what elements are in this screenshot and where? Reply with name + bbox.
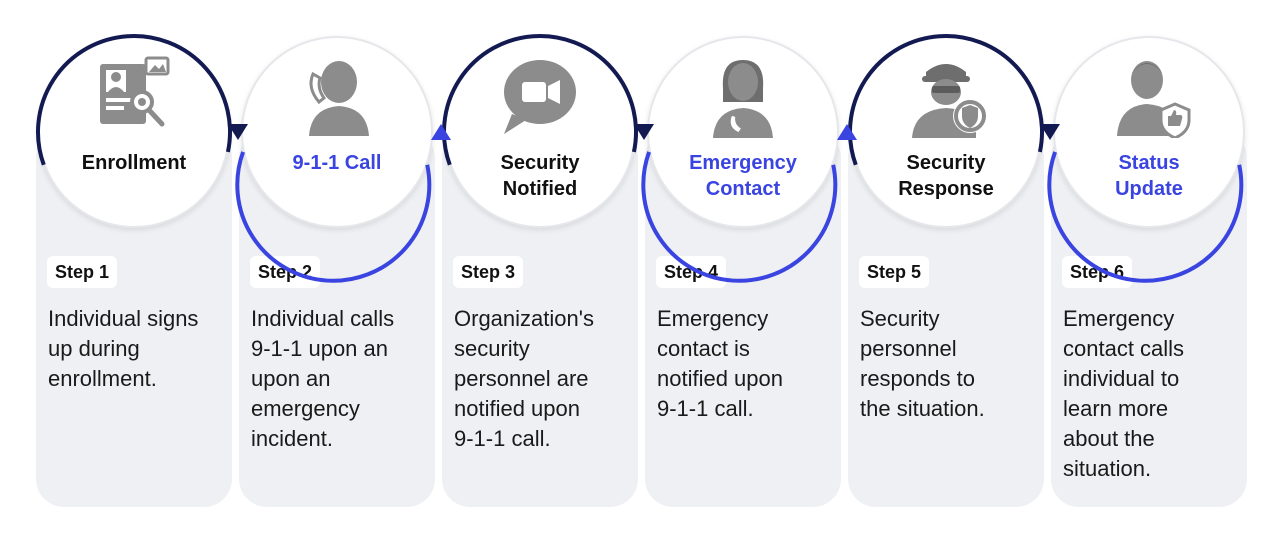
step-description-line: emergency bbox=[251, 396, 360, 421]
step-badge: Step 6 bbox=[1062, 256, 1133, 288]
step-description-line: notified upon bbox=[657, 366, 783, 391]
step-badge: Step 4 bbox=[656, 256, 727, 288]
step-title-line: Security bbox=[500, 152, 580, 174]
thumbs-up-user-icon bbox=[1101, 52, 1197, 140]
step-title-line: 9-1-1 Call bbox=[292, 152, 382, 174]
step-description-line: Organization's bbox=[454, 306, 594, 331]
step-title-line: Contact bbox=[705, 178, 781, 200]
step-description-line: 9-1-1 call. bbox=[657, 396, 754, 421]
step-description-line: Emergency bbox=[1063, 306, 1175, 331]
step-description: Individual signs up during enrollment. bbox=[48, 304, 213, 394]
step-description-line: upon an bbox=[251, 366, 331, 391]
step-description-line: learn more bbox=[1063, 396, 1169, 421]
step-title-line: Update bbox=[1115, 178, 1183, 200]
step-description-line: Emergency bbox=[657, 306, 769, 331]
security-guard-icon bbox=[898, 52, 994, 138]
step-description: Individual calls 9-1-1 upon an upon an emer… bbox=[251, 304, 416, 454]
step-description-line: contact calls bbox=[1063, 336, 1185, 361]
step-description: Emergency contact calls individual to learn… bbox=[1063, 304, 1228, 484]
step-description-line: about the bbox=[1063, 426, 1155, 451]
video-chat-icon bbox=[492, 52, 588, 138]
step-title-line: Enrollment bbox=[81, 152, 187, 174]
step-description-line: Security bbox=[860, 306, 940, 331]
step-badge: Step 1 bbox=[47, 256, 118, 288]
step-description-line: 9-1-1 upon an bbox=[251, 336, 388, 361]
step-description-line: individual to bbox=[1063, 366, 1180, 391]
step-description: Security personnel responds to the situatio… bbox=[860, 304, 1025, 424]
step-description-line: responds to bbox=[860, 366, 975, 391]
step-title: 9-1-1 Call bbox=[241, 150, 433, 176]
step-description-line: enrollment. bbox=[48, 366, 157, 391]
step-title: Enrollment bbox=[38, 150, 230, 176]
step-badge: Step 2 bbox=[250, 256, 321, 288]
step-description-line: Individual calls bbox=[251, 306, 395, 331]
enrollment-icon bbox=[86, 52, 182, 138]
step-description-line: up during bbox=[48, 336, 140, 361]
step-badge: Step 3 bbox=[453, 256, 524, 288]
step-description: Emergency contact is notified upon 9-1-1 ca… bbox=[657, 304, 822, 424]
contact-person-icon bbox=[695, 52, 791, 138]
step-description-line: contact is bbox=[657, 336, 750, 361]
step-title-line: Response bbox=[898, 178, 994, 200]
step-description-line: notified upon bbox=[454, 396, 580, 421]
phone-call-icon bbox=[289, 52, 385, 138]
step-description-line: the situation. bbox=[860, 396, 985, 421]
step-description-line: incident. bbox=[251, 426, 333, 451]
step-title-line: Notified bbox=[502, 178, 578, 200]
step-title-line: Status bbox=[1118, 152, 1180, 174]
step-description-line: personnel bbox=[860, 336, 957, 361]
step-title-line: Security bbox=[906, 152, 986, 174]
step-description-line: Individual signs bbox=[48, 306, 199, 331]
step-title-line: Emergency bbox=[689, 152, 797, 174]
step-description-line: 9-1-1 call. bbox=[454, 426, 551, 451]
step-description: Organization's security personnel are notif… bbox=[454, 304, 619, 454]
step-description-line: situation. bbox=[1063, 456, 1152, 481]
step-description-line: personnel are bbox=[454, 366, 589, 391]
step-badge: Step 5 bbox=[859, 256, 930, 288]
step-description-line: security bbox=[454, 336, 530, 361]
